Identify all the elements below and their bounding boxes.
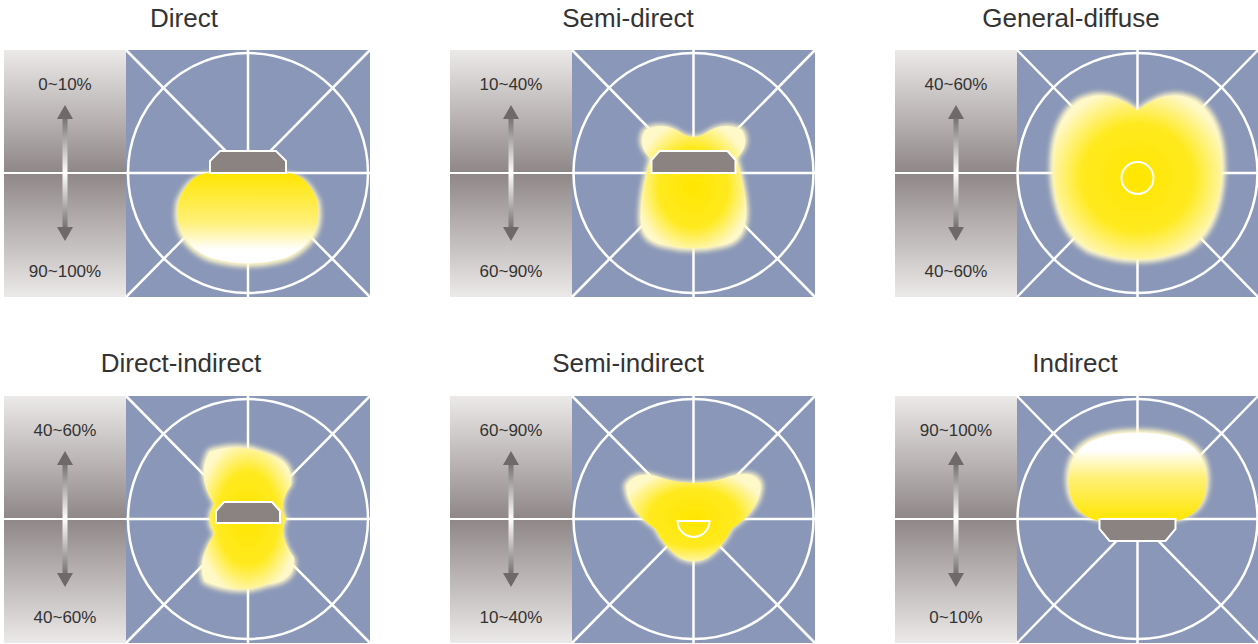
percentage-label: 90~100% — [29, 263, 101, 282]
light-blob — [178, 173, 319, 263]
light-halo — [624, 472, 764, 563]
light-blob — [640, 126, 746, 248]
panel-title: General-diffuse — [982, 4, 1159, 33]
chart-ground — [1017, 396, 1258, 643]
percentage-label: 0~10% — [929, 609, 982, 628]
chart-diagonal — [126, 396, 370, 643]
arrow-head — [503, 451, 519, 465]
chart-circle — [1018, 53, 1258, 293]
light-blob — [1053, 96, 1222, 260]
arrow-head — [503, 105, 519, 119]
light-distribution — [175, 151, 322, 267]
chart-ground — [572, 50, 815, 297]
light-blob — [1068, 433, 1206, 521]
light-halo — [638, 124, 748, 252]
chart-diagonal — [126, 50, 370, 297]
percentage-label: 10~40% — [480, 76, 543, 95]
panel-title: Indirect — [1032, 349, 1117, 378]
light-halo — [1066, 429, 1210, 521]
panel-title: Direct-indirect — [101, 349, 261, 378]
chart-diagonal — [126, 50, 370, 297]
arrow-head — [948, 227, 964, 241]
chart-diagonal — [572, 396, 815, 643]
chart-diagonal — [572, 396, 815, 643]
chart-circle — [574, 399, 814, 639]
chart-diagonal — [572, 50, 815, 297]
arrow-head — [57, 227, 73, 241]
percentage-label: 60~90% — [480, 263, 543, 282]
chart-circle — [128, 399, 368, 639]
chart-diagonal — [572, 50, 815, 297]
chart-circle — [1018, 399, 1258, 639]
percentage-label: 40~60% — [925, 263, 988, 282]
percentage-label: 60~90% — [480, 422, 543, 441]
chart-circle — [574, 53, 814, 293]
light-distribution — [1049, 92, 1225, 263]
luminaire — [1100, 519, 1176, 541]
chart-diagonal — [1017, 396, 1258, 643]
gauge-arrow — [63, 115, 68, 231]
chart-ground — [126, 396, 370, 643]
light-blob — [202, 447, 295, 589]
light-halo — [1049, 92, 1225, 263]
percentage-label: 0~10% — [38, 76, 91, 95]
panel-title: Semi-indirect — [552, 349, 704, 378]
light-halo — [200, 444, 296, 592]
light-distribution — [1066, 429, 1210, 541]
arrow-head — [503, 573, 519, 587]
luminaire — [210, 151, 286, 173]
percentage-label: 90~100% — [920, 422, 992, 441]
arrow-head — [503, 227, 519, 241]
light-distribution — [200, 444, 296, 592]
arrow-head — [57, 573, 73, 587]
chart-circle — [128, 53, 368, 293]
panel-title: Semi-direct — [562, 4, 693, 33]
luminaire — [652, 151, 736, 173]
gauge-arrow — [509, 461, 514, 577]
chart-ground — [572, 396, 815, 643]
arrow-head — [948, 451, 964, 465]
luminaire — [216, 502, 280, 523]
percentage-label: 40~60% — [34, 609, 97, 628]
light-blob — [626, 474, 760, 561]
globe-lamp — [1122, 162, 1154, 194]
gauge-arrow — [954, 115, 959, 231]
percentage-label: 40~60% — [34, 422, 97, 441]
arrow-head — [57, 105, 73, 119]
bowl-lamp — [678, 521, 710, 537]
arrow-head — [57, 451, 73, 465]
arrow-head — [948, 105, 964, 119]
light-distribution — [638, 124, 748, 252]
arrow-head — [948, 573, 964, 587]
chart-diagonal — [1017, 50, 1258, 297]
gauge-arrow — [509, 115, 514, 231]
chart-diagonal — [126, 396, 370, 643]
percentage-label: 10~40% — [480, 609, 543, 628]
chart-diagonal — [1017, 50, 1258, 297]
panel-title: Direct — [150, 4, 218, 33]
percentage-label: 40~60% — [925, 76, 988, 95]
light-halo — [175, 173, 322, 267]
chart-diagonal — [1017, 396, 1258, 643]
chart-ground — [1017, 50, 1258, 297]
light-distribution — [624, 472, 764, 563]
chart-ground — [126, 50, 370, 297]
gauge-arrow — [954, 461, 959, 577]
gauge-arrow — [63, 461, 68, 577]
